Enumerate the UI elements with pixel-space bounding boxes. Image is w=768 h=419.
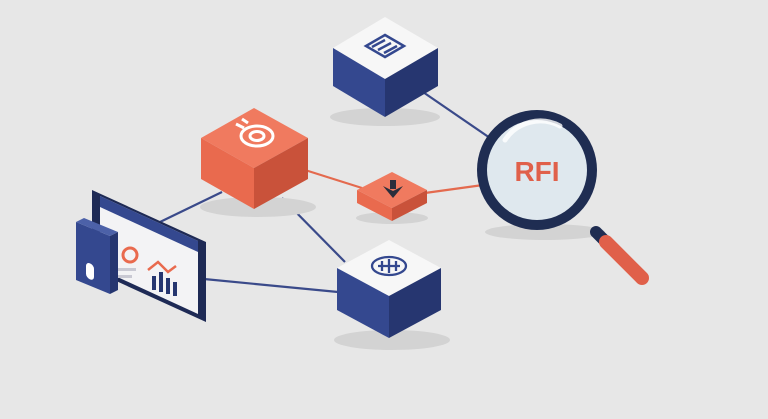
center-arrow-box xyxy=(357,172,427,221)
magnifier-label: RFI xyxy=(514,156,559,187)
connector-center-to-magnifier xyxy=(424,183,484,195)
connector-left-to-center xyxy=(304,168,363,190)
connector-left-to-dashboard xyxy=(159,191,223,223)
dashboard-chart-icon xyxy=(118,246,177,296)
arrow-down-icon xyxy=(383,180,403,198)
chip-icon xyxy=(370,255,408,277)
magnifier: RFI xyxy=(477,110,649,285)
bottom-chip-box xyxy=(337,240,441,338)
magnifier-icon xyxy=(477,110,649,285)
target-icon xyxy=(235,117,275,148)
connector-top-to-magnifier xyxy=(419,89,491,139)
shadows xyxy=(200,108,605,350)
left-target-box xyxy=(201,108,308,209)
connector-dashboard-to-bottom xyxy=(203,277,339,294)
top-document-box xyxy=(333,17,438,117)
document-icon xyxy=(363,33,407,59)
dashboard-monitor xyxy=(76,190,206,322)
